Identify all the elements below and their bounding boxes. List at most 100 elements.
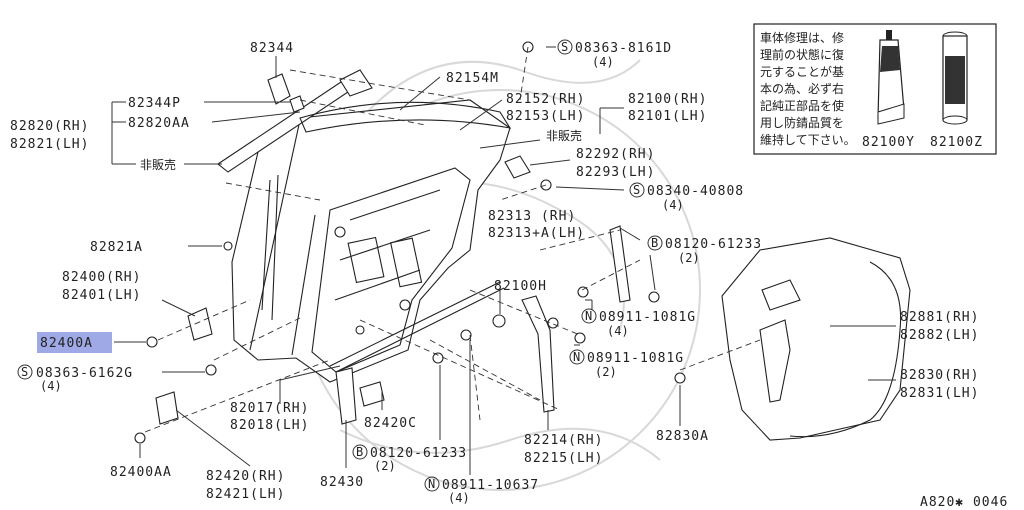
qty-08363-8161d: (4) (592, 55, 614, 69)
label-08120-61233-a-group[interactable]: B 08120-61233 (2) (647, 235, 762, 265)
notice-line-6: 用し防錆品質を (760, 115, 844, 130)
label-08363-6162g-group[interactable]: S 08363-6162G (4) (17, 364, 133, 393)
label-08363-8161d-group[interactable]: S 08363-8161D (4) (557, 39, 672, 69)
label-82344p[interactable]: 82344P (128, 96, 181, 111)
label-82154m[interactable]: 82154M (446, 71, 499, 86)
label-08911-1081g-a[interactable]: 08911-1081G (599, 310, 696, 325)
label-08120-61233-a[interactable]: 08120-61233 (665, 237, 762, 252)
label-82100z[interactable]: 82100Z (930, 135, 983, 150)
label-08120-61233-b[interactable]: 08120-61233 (370, 446, 467, 461)
bolts (134, 41, 686, 444)
spray-can-icon (942, 31, 968, 125)
qty-08911-1081g-a: (4) (607, 324, 629, 338)
n-prefix-icon: N (573, 350, 580, 364)
label-82882-lh[interactable]: 82882(LH) (900, 328, 979, 343)
label-82313a-lh[interactable]: 82313+A(LH) (488, 226, 585, 241)
assembly-lines (144, 46, 761, 433)
label-not-for-sale-2: 非販売 (546, 128, 582, 143)
notice-line-3: 元することが基 (760, 64, 844, 79)
notice-line-7: 維持して下さい。 (760, 132, 856, 147)
label-82344[interactable]: 82344 (250, 41, 294, 56)
label-82881-rh[interactable]: 82881(RH) (900, 310, 979, 325)
s-prefix-icon: S (633, 183, 640, 197)
label-82101-lh[interactable]: 82101(LH) (628, 109, 707, 124)
door-shell (231, 99, 511, 383)
mirror-bracket (339, 69, 373, 97)
selected-part-highlight (37, 332, 112, 353)
label-82100h[interactable]: 82100H (494, 279, 547, 294)
rod-82313 (609, 225, 631, 303)
b-prefix-icon: B (356, 445, 363, 459)
qty-08363-6162g: (4) (40, 379, 62, 393)
label-82018-lh[interactable]: 82018(LH) (230, 418, 309, 433)
check-link-82430 (335, 367, 357, 425)
label-08911-1081g-b[interactable]: 08911-1081G (587, 351, 684, 366)
label-82214-rh[interactable]: 82214(RH) (524, 433, 603, 448)
sash-bracket-82292 (504, 155, 531, 179)
label-08363-8161d[interactable]: 08363-8161D (575, 41, 672, 56)
label-08911-10637[interactable]: 08911-10637 (442, 478, 539, 493)
figure-code: A820✱ 0046 (920, 495, 1008, 510)
notice-line-1: 車体修理は、修 (760, 30, 844, 45)
qty-08340-40808: (4) (662, 198, 684, 212)
label-08363-6162g[interactable]: 08363-6162G (36, 366, 133, 381)
armrest-82881 (759, 319, 791, 403)
label-82831-lh[interactable]: 82831(LH) (900, 386, 979, 401)
qty-08911-1081g-b: (2) (595, 365, 617, 379)
trim-panel (721, 237, 911, 441)
label-82821a[interactable]: 82821A (90, 240, 143, 255)
label-82215-lh[interactable]: 82215(LH) (524, 451, 603, 466)
sealant-tube-icon (877, 30, 905, 125)
qty-08120-61233-b: (2) (374, 459, 396, 473)
label-82420-rh[interactable]: 82420(RH) (206, 469, 285, 484)
channel-82214 (521, 295, 555, 413)
label-08120-61233-b-group[interactable]: B 08120-61233 (2) (352, 444, 467, 473)
label-82017-rh[interactable]: 82017(RH) (230, 401, 309, 416)
label-82153-lh[interactable]: 82153(LH) (506, 109, 585, 124)
label-82152-rh[interactable]: 82152(RH) (506, 92, 585, 107)
qty-08120-61233-a: (2) (678, 251, 700, 265)
label-82401-lh[interactable]: 82401(LH) (62, 288, 141, 303)
s-prefix-icon: S (21, 365, 28, 379)
n-prefix-icon: N (585, 309, 592, 323)
notice-line-2: 理前の状態に復 (760, 47, 844, 62)
label-82820aa[interactable]: 82820AA (128, 116, 190, 131)
label-82420c[interactable]: 82420C (364, 416, 417, 431)
b-prefix-icon: B (651, 236, 658, 250)
s-prefix-icon: S (561, 40, 568, 54)
label-82830a[interactable]: 82830A (656, 429, 709, 444)
label-08340-40808[interactable]: 08340-40808 (647, 184, 744, 199)
notice-box: 車体修理は、修 理前の状態に復 元することが基 本の為、必ず右 記純正部品を使 … (753, 23, 997, 155)
label-82100-rh[interactable]: 82100(RH) (628, 92, 707, 107)
label-82820-rh[interactable]: 82820(RH) (10, 119, 89, 134)
label-82830-rh[interactable]: 82830(RH) (900, 368, 979, 383)
hinge-upper-82400 (187, 307, 213, 341)
label-not-for-sale-1: 非販売 (140, 157, 176, 172)
weatherstrip (789, 261, 902, 438)
label-82821-lh[interactable]: 82821(LH) (10, 137, 89, 152)
label-08911-1081g-a-group[interactable]: N 08911-1081G (4) (581, 308, 696, 338)
notice-line-5: 記純正部品を使 (760, 98, 844, 113)
label-82100y[interactable]: 82100Y (862, 135, 915, 150)
trim-inner (761, 279, 801, 311)
label-82421-lh[interactable]: 82421(LH) (206, 487, 285, 502)
label-82400a[interactable]: 82400A (40, 336, 93, 351)
hinge-lower-82420 (155, 391, 179, 425)
glass-run (299, 101, 512, 133)
label-08911-1081g-b-group[interactable]: N 08911-1081G (2) (569, 349, 684, 379)
label-08911-10637-group[interactable]: N 08911-10637 (4) (424, 476, 539, 505)
label-08340-40808-group[interactable]: S 08340-40808 (4) (629, 182, 744, 212)
label-82400aa[interactable]: 82400AA (110, 465, 172, 480)
bracket-82344 (267, 73, 291, 105)
n-prefix-icon: N (428, 477, 435, 491)
check-link-82420c (359, 381, 385, 407)
label-82430[interactable]: 82430 (320, 475, 364, 490)
leader-lines (111, 46, 896, 475)
label-82292-rh[interactable]: 82292(RH) (576, 147, 655, 162)
label-82400-rh[interactable]: 82400(RH) (62, 270, 141, 285)
qty-08911-10637: (4) (448, 491, 470, 505)
label-82293-lh[interactable]: 82293(LH) (576, 165, 655, 180)
label-82313-rh[interactable]: 82313 (RH) (488, 209, 576, 224)
